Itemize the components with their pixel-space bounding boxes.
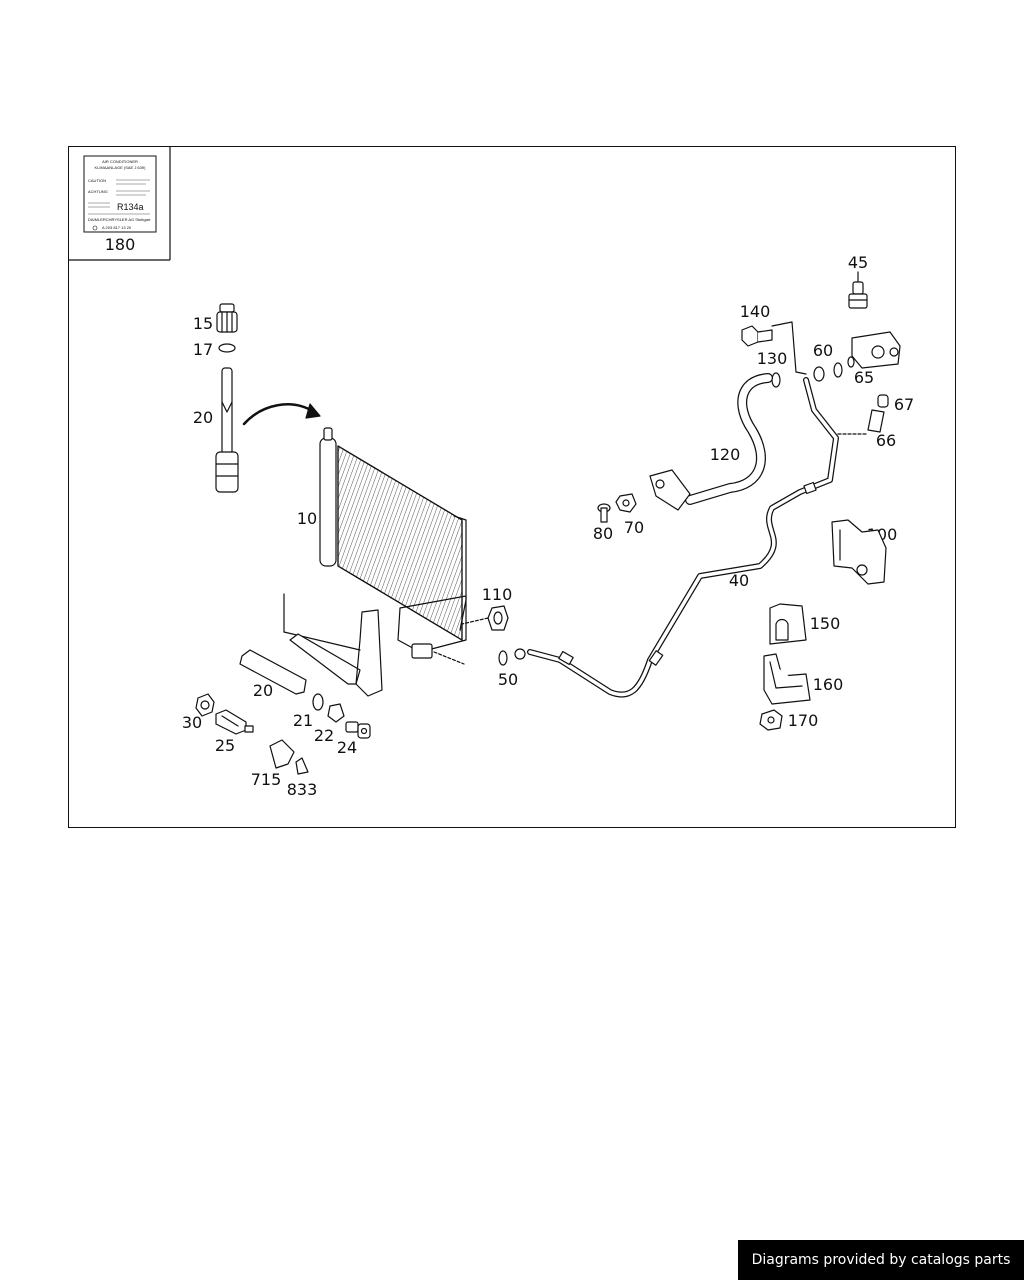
part-21-o-ring — [312, 693, 324, 711]
plate-title-2: KLIMAANLAGE (SAE J 639) — [95, 165, 147, 170]
part-715-clip — [269, 739, 295, 769]
part-15-cap — [216, 303, 238, 333]
callout-130: 130 — [757, 349, 788, 368]
part-40-pressure-line — [514, 377, 839, 698]
part-20-dryer-cartridge-top — [215, 367, 239, 493]
callout-20-bottom: 20 — [253, 681, 273, 700]
part-170-nut — [759, 709, 783, 731]
callout-80: 80 — [593, 524, 613, 543]
callout-70: 70 — [624, 518, 644, 537]
part-140-bolt — [741, 321, 807, 375]
direction-arrow — [242, 403, 316, 426]
part-50-o-ring — [498, 650, 508, 666]
part-25-pressure-sensor — [215, 709, 254, 735]
plate-part-number: A 203 817 13 20 — [102, 225, 132, 230]
plate-refrigerant: R134a — [117, 202, 144, 212]
callout-67: 67 — [894, 395, 914, 414]
callout-20-top: 20 — [193, 408, 213, 427]
part-160-clamp — [763, 653, 811, 705]
part-45-pressure-switch — [848, 271, 868, 309]
callout-120: 120 — [710, 445, 741, 464]
part-70-nut — [615, 493, 637, 513]
callout-180: 180 — [105, 235, 136, 254]
part-150-rubber-mount — [769, 603, 807, 645]
callout-30: 30 — [182, 713, 202, 732]
callout-110: 110 — [482, 585, 513, 604]
part-130-o-ring — [771, 372, 781, 388]
callout-715: 715 — [251, 770, 282, 789]
callout-66: 66 — [876, 431, 896, 450]
callout-170: 170 — [788, 711, 819, 730]
callout-60: 60 — [813, 341, 833, 360]
plate-maker: DAIMLERCHRYSLER AG Stuttgart — [88, 217, 151, 222]
callout-833: 833 — [287, 780, 318, 799]
callout-45: 45 — [848, 253, 868, 272]
footer-credit-banner: Diagrams provided by catalogs parts — [738, 1240, 1024, 1280]
callout-65: 65 — [854, 368, 874, 387]
label-plate-box: AIR CONDITIONER KLIMAANLAGE (SAE J 639) … — [68, 146, 171, 261]
part-10-condenser — [319, 427, 467, 665]
callout-labels: 180 45 140 130 60 65 67 66 15 17 20 120 … — [105, 235, 914, 799]
plate-title-1: AIR CONDITIONER — [102, 159, 138, 164]
callout-25: 25 — [215, 736, 235, 755]
callout-10: 10 — [297, 509, 317, 528]
part-20-dryer-lower — [239, 593, 383, 697]
part-66-67-service-valve — [835, 394, 889, 435]
part-110-nut — [461, 605, 509, 631]
callout-160: 160 — [813, 675, 844, 694]
part-24-bolt — [345, 721, 371, 739]
part-22-clip — [327, 703, 345, 723]
footer-credit-text: Diagrams provided by catalogs parts — [751, 1252, 1011, 1268]
part-100-bracket — [831, 519, 887, 585]
callout-40: 40 — [729, 571, 749, 590]
part-30-cap — [195, 693, 215, 717]
part-60-expansion-valve — [813, 331, 901, 382]
callout-15: 15 — [193, 314, 213, 333]
callout-24: 24 — [337, 738, 357, 757]
callout-50: 50 — [498, 670, 518, 689]
callout-17: 17 — [193, 340, 213, 359]
callout-140: 140 — [740, 302, 771, 321]
part-833-cap — [295, 757, 309, 775]
part-17-o-ring — [218, 343, 236, 353]
plate-achtung: ACHTUNG — [88, 189, 108, 194]
callout-21: 21 — [293, 711, 313, 730]
callout-150: 150 — [810, 614, 841, 633]
plate-caution: CAUTION — [88, 178, 106, 183]
part-80-bolt — [597, 503, 611, 523]
callout-22: 22 — [314, 726, 334, 745]
part-120-hose — [649, 373, 773, 511]
diagram-frame — [68, 146, 956, 828]
